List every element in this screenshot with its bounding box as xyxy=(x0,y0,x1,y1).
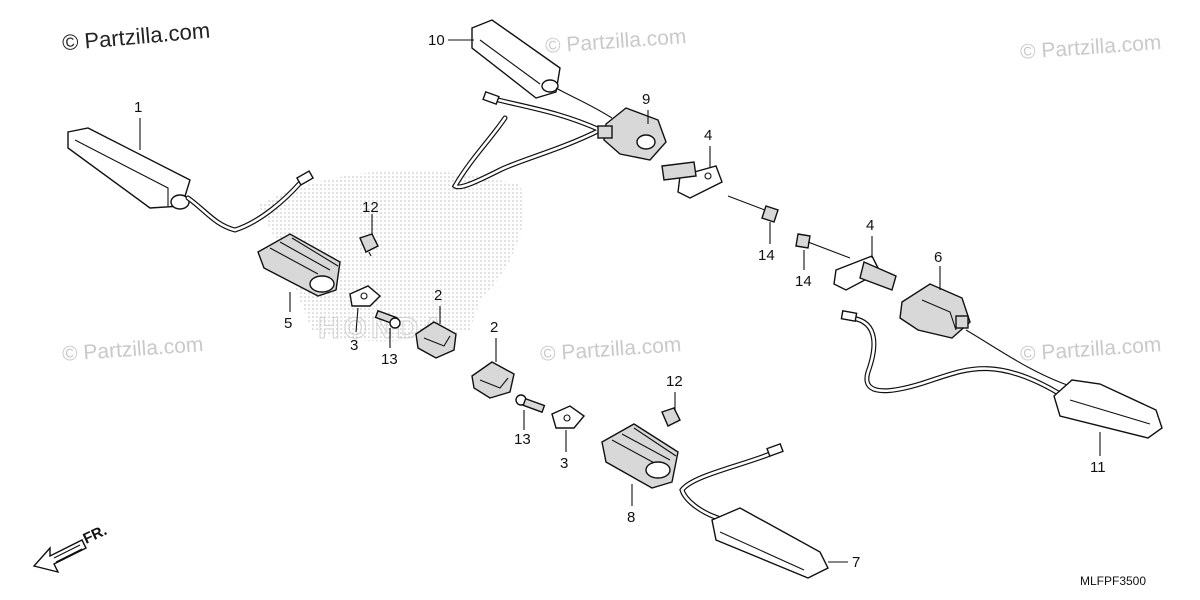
part-4-stay-lower xyxy=(833,255,897,291)
callout-1: 1 xyxy=(134,99,142,116)
front-direction-arrow: FR. xyxy=(32,522,110,574)
part-5-socket-cover xyxy=(257,233,341,297)
callout-5: 5 xyxy=(284,315,292,332)
callout-2-lower: 2 xyxy=(490,319,498,336)
part-11-turn-signal xyxy=(840,310,1163,439)
callout-2-upper: 2 xyxy=(434,287,442,304)
part-13-screw-left xyxy=(374,309,401,329)
callout-11: 11 xyxy=(1090,459,1106,476)
part-4-stay-upper xyxy=(661,161,723,199)
part-14-bolt-lower xyxy=(795,233,851,259)
part-8-socket-cover xyxy=(601,423,679,489)
leader-lines xyxy=(139,39,1101,563)
callout-3-left: 3 xyxy=(350,337,358,354)
direction-label: FR. xyxy=(81,522,110,548)
part-3-bracket-left xyxy=(349,285,382,307)
part-7-turn-signal xyxy=(679,442,829,579)
callout-8: 8 xyxy=(627,509,635,526)
part-13-screw-lower xyxy=(515,394,546,414)
part-1-turn-signal xyxy=(67,127,315,233)
part-3-bracket-lower xyxy=(551,405,586,429)
callout-6: 6 xyxy=(934,249,942,266)
diagram-code: MLFPF3500 xyxy=(1080,574,1147,588)
callout-9: 9 xyxy=(642,91,650,108)
part-2-damper-lower xyxy=(471,361,515,399)
part-9-socket xyxy=(597,107,667,161)
part-14-bolt-upper xyxy=(727,195,779,223)
part-6-socket xyxy=(899,283,971,339)
callout-12-left: 12 xyxy=(362,199,379,216)
part-10-turn-signal xyxy=(451,19,613,190)
callout-3-lower: 3 xyxy=(560,455,568,472)
callout-13-left: 13 xyxy=(381,351,398,368)
callout-4-upper: 4 xyxy=(704,127,712,144)
part-12-clip-left xyxy=(359,233,379,257)
callout-12-lower: 12 xyxy=(666,373,683,390)
callout-4-lower: 4 xyxy=(866,217,874,234)
callout-7: 7 xyxy=(852,554,860,571)
callout-14-lower: 14 xyxy=(795,273,812,290)
callout-10: 10 xyxy=(428,32,445,49)
callout-labels: 1 2 2 3 3 4 4 5 6 7 8 9 10 11 12 12 13 1… xyxy=(134,32,1106,571)
callout-14-upper: 14 xyxy=(758,247,775,264)
callout-13-lower: 13 xyxy=(514,431,531,448)
part-12-clip-lower xyxy=(661,407,681,427)
part-2-damper-upper xyxy=(415,321,457,359)
